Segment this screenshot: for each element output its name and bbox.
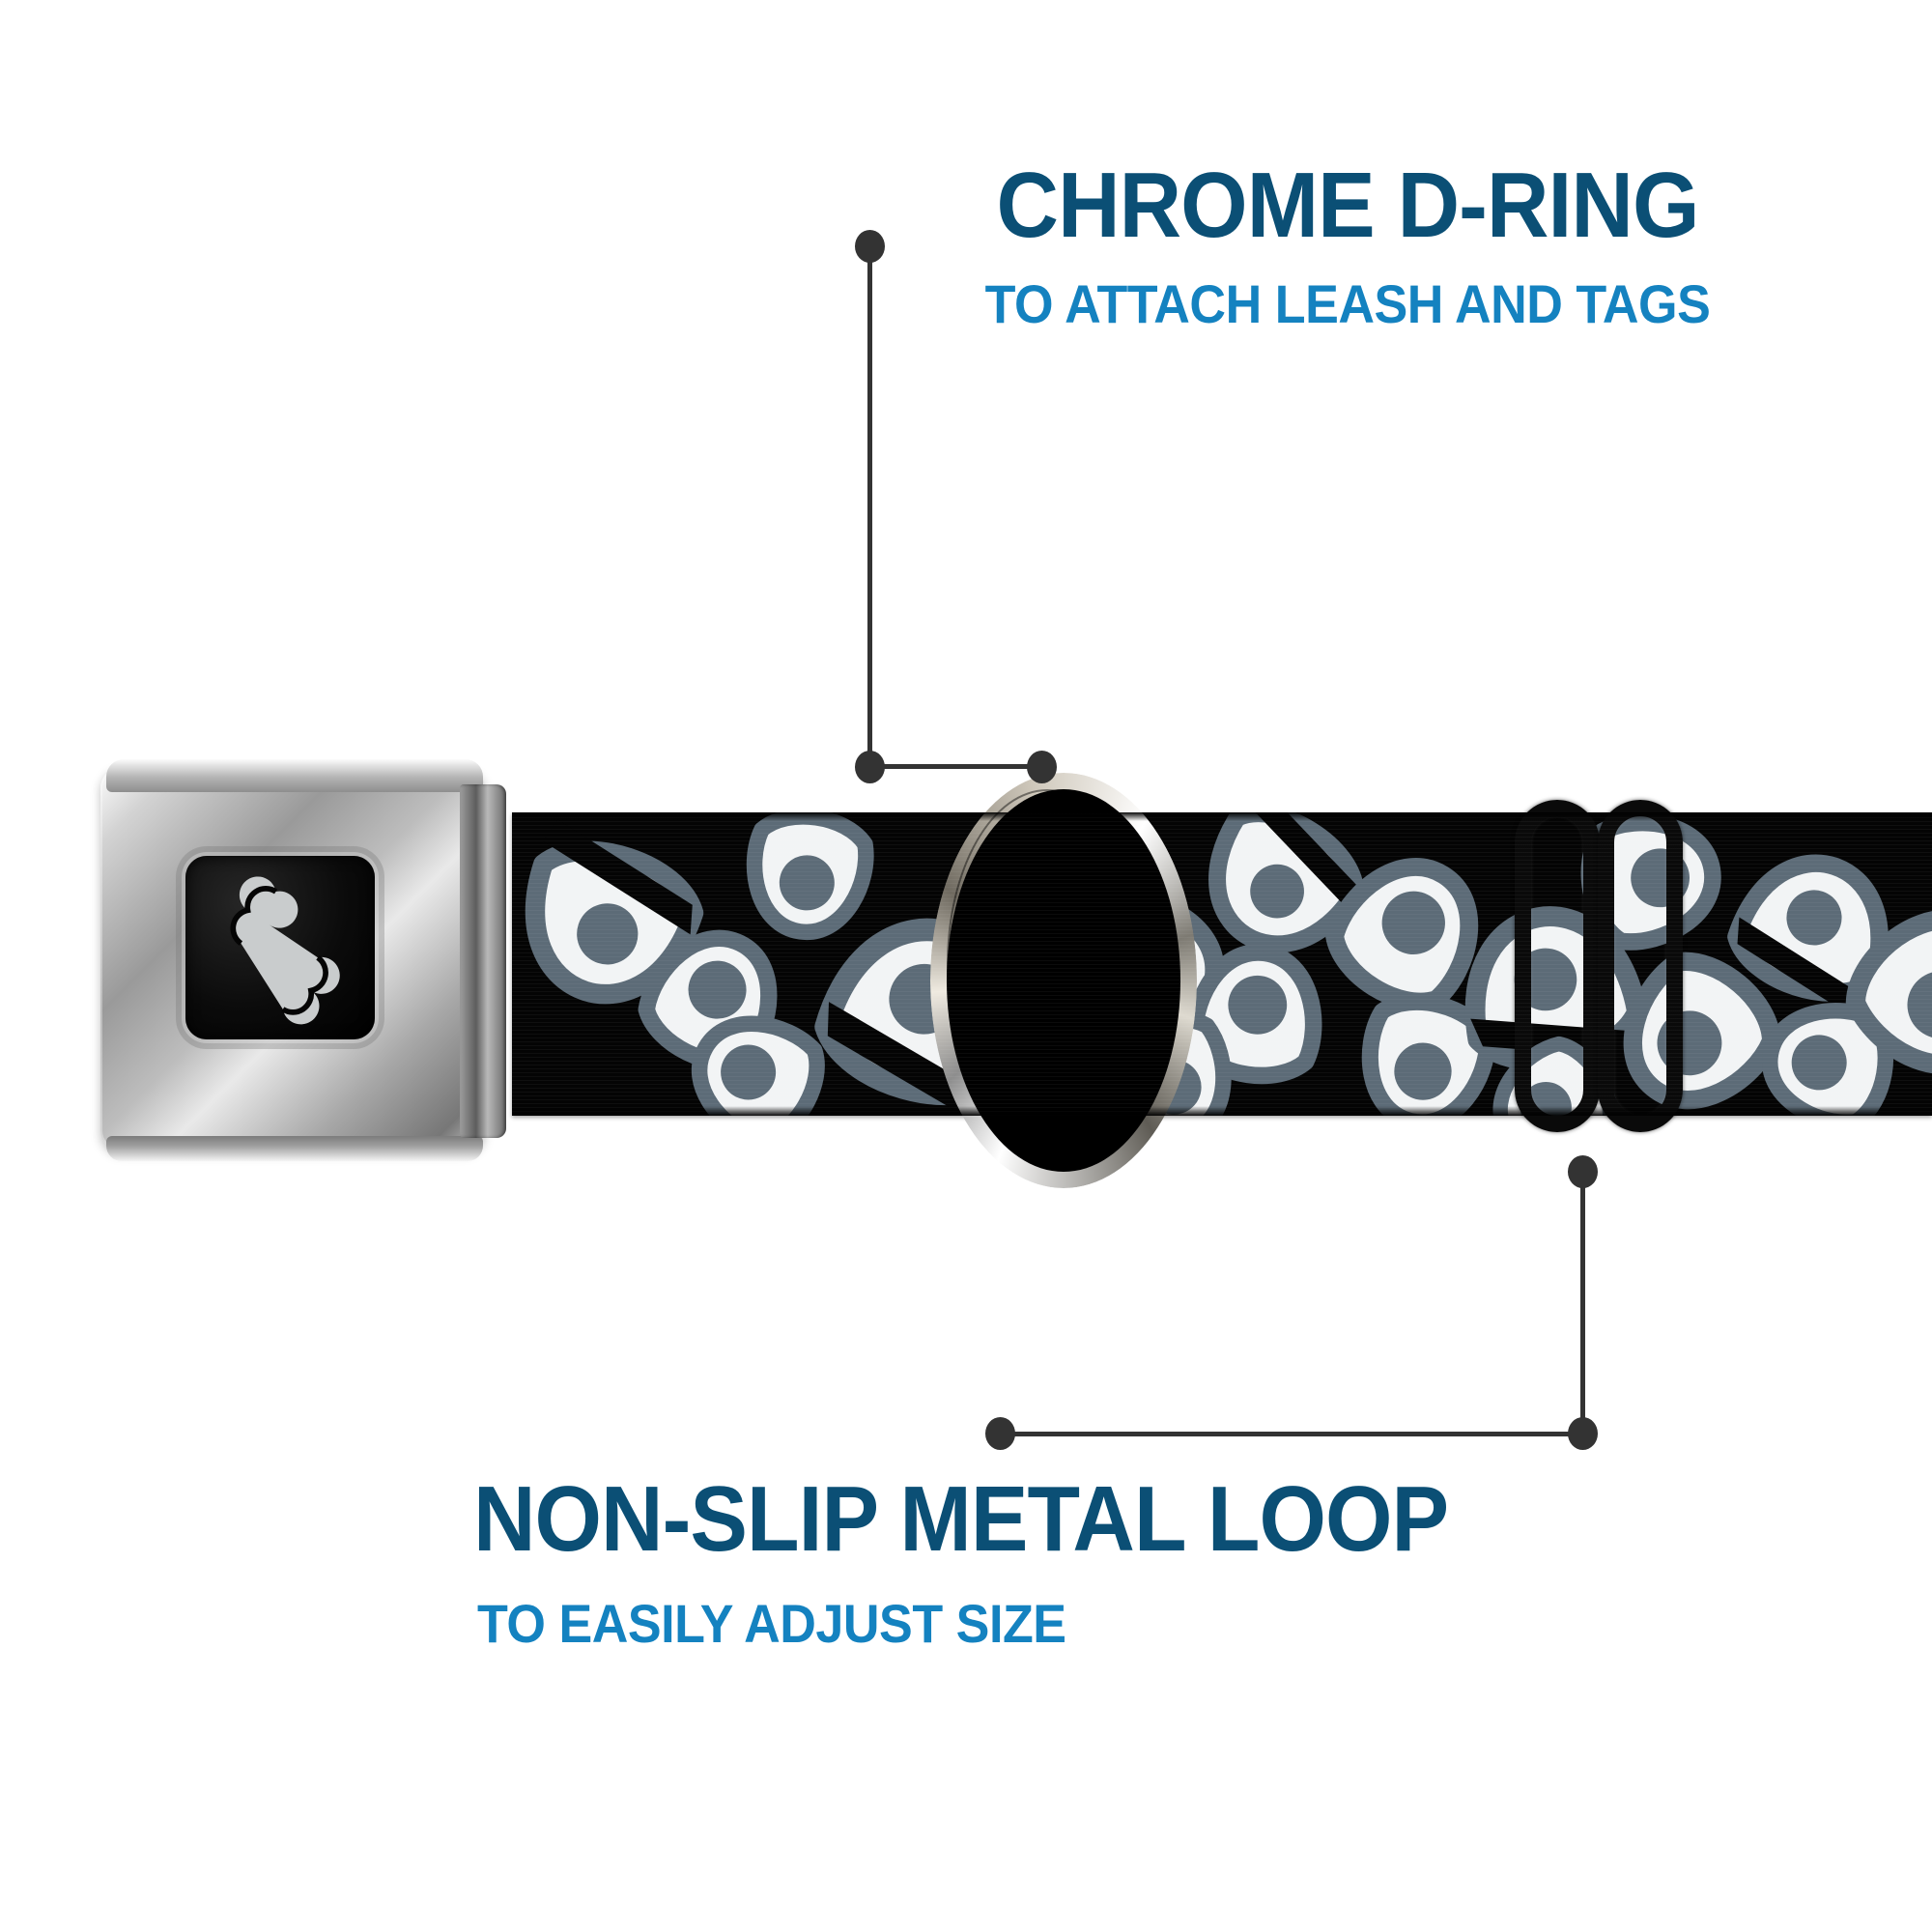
leader-segment-horizontal — [1001, 1432, 1584, 1436]
buckle-black-insert — [185, 856, 375, 1039]
callout-non-slip-metal-loop: NON-SLIP METAL LOOP TO EASILY ADJUST SIZ… — [473, 1473, 1613, 1651]
dog-bone-icon — [230, 876, 340, 1025]
buckle-strap-clip — [460, 784, 506, 1138]
callout-subtitle-non-slip-metal-loop: TO EASILY ADJUST SIZE — [477, 1593, 1066, 1654]
buckle-top-lip — [106, 759, 483, 792]
metal-loop-bar-right — [1598, 800, 1683, 1132]
callout-title-non-slip-metal-loop: NON-SLIP METAL LOOP — [473, 1467, 1449, 1571]
leader-dot-target-d-ring — [1027, 751, 1057, 783]
seatbelt-buckle — [100, 759, 526, 1163]
eye-motif — [1710, 832, 1915, 1037]
leader-dot-corner — [1568, 1417, 1598, 1450]
leader-segment-vertical — [867, 253, 872, 769]
d-ring-inner-shadow — [947, 789, 1148, 1139]
eye-motif — [1806, 868, 1932, 1116]
leader-dot-label-end — [985, 1417, 1015, 1450]
callout-subtitle-chrome-d-ring: TO ATTACH LEASH AND TAGS — [984, 273, 1711, 334]
metal-loop — [1515, 800, 1700, 1132]
leader-dot-target-metal-loop — [1568, 1155, 1598, 1188]
buckle-bottom-lip — [106, 1136, 483, 1161]
strap-bottom-edge — [512, 1106, 1932, 1116]
leader-dot-label-end — [855, 230, 885, 263]
eye-motif — [1334, 968, 1517, 1116]
leader-dot-corner — [855, 751, 885, 783]
eye-motif — [1747, 980, 1915, 1116]
metal-loop-bar-left — [1515, 800, 1600, 1132]
d-ring — [930, 773, 1180, 1172]
collar-strap — [512, 812, 1932, 1116]
callout-title-chrome-d-ring: CHROME D-RING — [996, 154, 1700, 257]
eye-motif — [1292, 819, 1520, 1048]
callout-chrome-d-ring: CHROME D-RING TO ATTACH LEASH AND TAGS — [874, 159, 1821, 331]
leader-segment-vertical — [1580, 1173, 1585, 1435]
leader-segment-horizontal — [867, 764, 1051, 769]
